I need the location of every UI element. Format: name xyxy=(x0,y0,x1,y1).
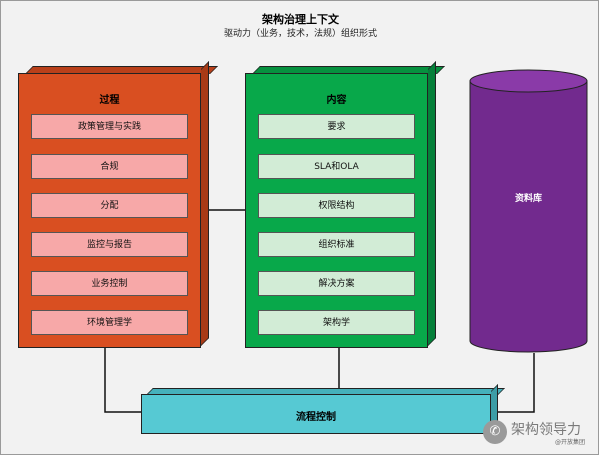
content-item: 权限结构 xyxy=(258,193,415,218)
repository-cylinder xyxy=(469,69,588,353)
flow-control-label: 流程控制 xyxy=(296,412,336,423)
content-item: SLA和OLA xyxy=(258,154,415,179)
content-box-side xyxy=(428,61,436,346)
content-item: 架构学 xyxy=(258,310,415,335)
process-item: 监控与报告 xyxy=(31,232,188,257)
repository-label: 资料库 xyxy=(514,194,542,204)
flow-control-bar: 流程控制 xyxy=(141,384,505,434)
process-item: 合规 xyxy=(31,154,188,179)
process-item: 业务控制 xyxy=(31,271,188,296)
content-item: 解决方案 xyxy=(258,271,415,296)
process-header: 过程 xyxy=(99,95,120,106)
process-box-side xyxy=(201,61,209,346)
diagram-subtitle: 驱动力（业务，技术，法规）组织形式 xyxy=(223,29,377,39)
connector-repository-flow xyxy=(498,353,535,413)
watermark-subtext: @开放集团 xyxy=(555,439,586,446)
watermark: ✆ 架构领导力 @开放集团 xyxy=(483,419,595,449)
diagram-title: 架构治理上下文 xyxy=(262,13,339,26)
content-item: 组织标准 xyxy=(258,232,415,257)
watermark-text: 架构领导力 xyxy=(511,422,581,438)
wechat-icon: ✆ xyxy=(483,420,507,444)
flow-control-face xyxy=(141,394,491,434)
content-box: 内容 要求 SLA和OLA 权限结构 组织标准 解决方案 架构学 xyxy=(245,61,445,348)
process-item: 政策管理与实践 xyxy=(31,114,188,139)
process-box: 过程 政策管理与实践 合规 分配 监控与报告 业务控制 环境管理学 xyxy=(18,61,218,348)
content-header: 内容 xyxy=(326,95,347,106)
process-item: 分配 xyxy=(31,193,188,218)
connector-process-flow xyxy=(104,348,141,413)
process-item: 环境管理学 xyxy=(31,310,188,335)
content-item: 要求 xyxy=(258,114,415,139)
